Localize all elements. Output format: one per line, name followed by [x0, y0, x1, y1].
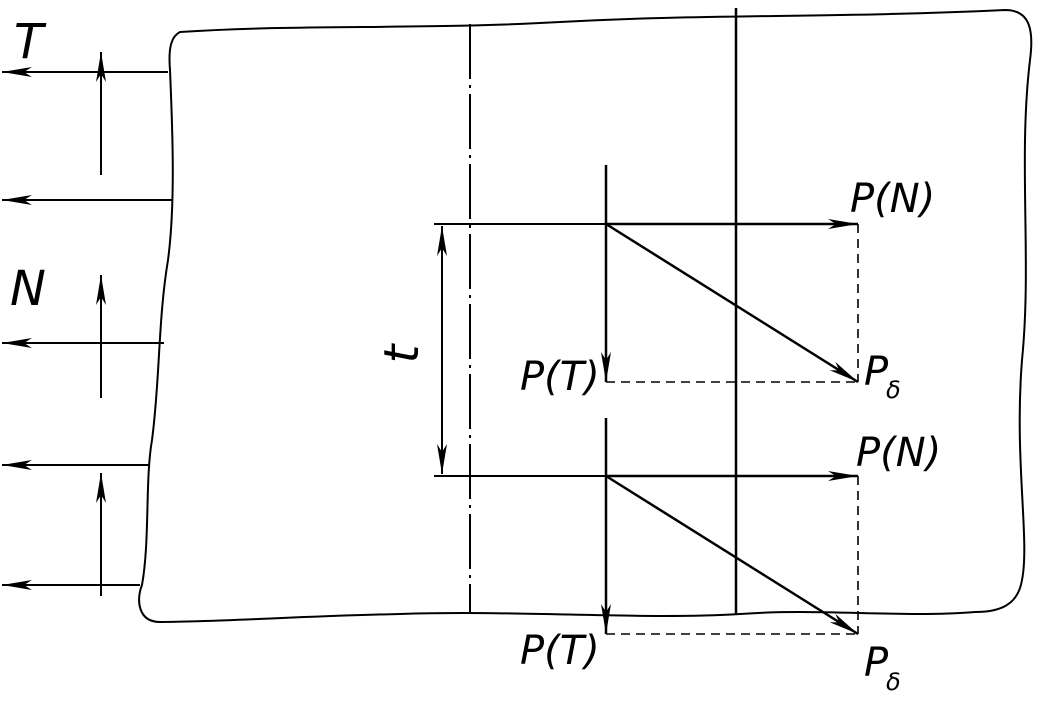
label-pt-upper: P(T): [520, 354, 600, 400]
pd-arrow-upper: [605, 222, 859, 384]
label-pt-lower: P(T): [520, 628, 600, 674]
label-t: t: [374, 342, 430, 363]
force-triangle-upper: [601, 165, 859, 384]
label-pn-upper: P(N): [850, 176, 935, 222]
label-N: N: [10, 261, 46, 317]
pitch-dimension: [434, 223, 606, 477]
left-force-arrows: [2, 67, 172, 590]
label-pd-upper-sub: δ: [886, 376, 901, 404]
label-pn-lower: P(N): [856, 430, 941, 476]
body-outline: [138, 8, 1033, 624]
pd-arrow-lower: [605, 474, 859, 636]
label-T: T: [14, 14, 47, 70]
label-pd-lower: P: [864, 640, 889, 686]
force-triangle-lower: [601, 418, 859, 636]
label-pd-upper: P: [864, 349, 889, 395]
label-pd-lower-sub: δ: [886, 668, 901, 696]
